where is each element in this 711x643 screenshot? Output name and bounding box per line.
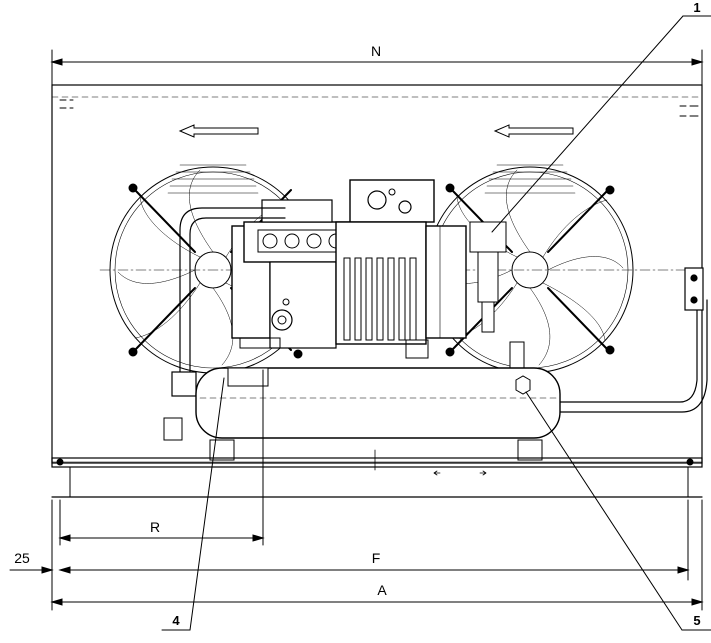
liquid-receiver [163,367,561,461]
liquid-line [559,267,708,413]
callout-4: 4 [172,613,180,628]
callout-1: 1 [693,0,700,15]
label-N: N [371,43,381,59]
dimension-N [50,49,704,86]
label-25: 25 [14,550,30,566]
label-R: R [150,519,160,535]
pressure-valve [469,221,525,369]
callout-1-leader [491,15,711,233]
label-A: A [377,582,387,598]
suction-pipe [171,207,286,397]
dimension-F [58,499,690,581]
callout-5-leader [525,391,711,631]
dimension-25 [9,499,54,611]
callout-5: 5 [693,613,700,628]
airflow-arrow-right [493,124,574,138]
airflow-arrow-left [178,124,259,138]
compressor [231,179,467,359]
dimension-A [50,499,704,611]
dimension-R [58,369,265,546]
label-F: F [372,550,381,566]
callout-4-leader [161,377,225,631]
base-frame [51,449,703,498]
